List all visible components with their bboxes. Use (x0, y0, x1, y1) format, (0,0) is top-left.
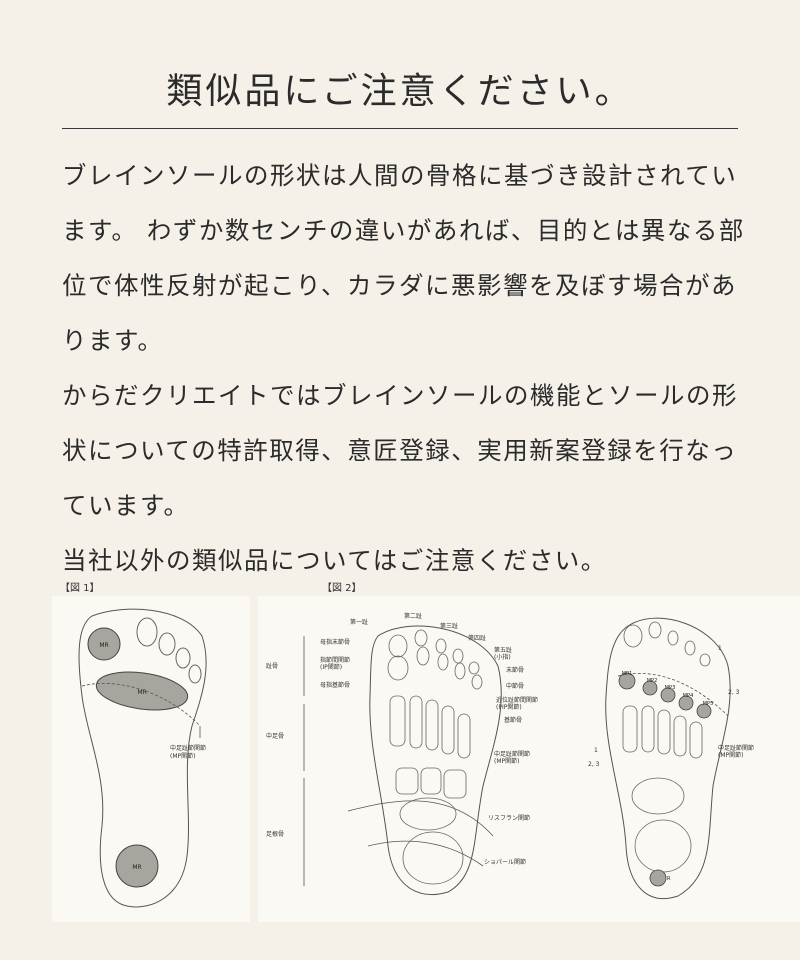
toe-2 (136, 617, 158, 647)
figure1-foot-diagram: MR MR MR 中足趾節関節 (MP関節) (78, 608, 207, 908)
ref-label-23-left: 2, 3 (588, 761, 600, 768)
bone-label-pip-sub: (PIP関節) (496, 703, 522, 711)
bone-label-mp-sub: (MP関節) (494, 757, 519, 765)
bone-label-ip-sub: (IP関節) (320, 663, 342, 671)
mp-joint-line (81, 683, 201, 727)
ref-label-23-right: 2, 3 (728, 689, 740, 696)
chopart-line (367, 840, 484, 867)
mp-point-5 (696, 703, 712, 719)
mp-foot-bones (622, 621, 711, 873)
toe-label-1: 第一趾 (350, 618, 368, 626)
paragraph-1: ブレインソールの形状は人間の骨格に基づき設計されています。 わずか数センチの違い… (62, 161, 745, 355)
figure1: MR MR MR 中足趾節関節 (MP関節) (52, 596, 250, 922)
r-point (649, 869, 667, 887)
toe-5 (188, 664, 202, 684)
mp-point-2 (642, 680, 658, 696)
mp-point-1 (618, 672, 636, 690)
mp-point-3 (660, 687, 676, 703)
paragraph-2: からだクリエイトではブレインソールの機能とソールの形状についての特許取得、意匠登… (62, 381, 738, 520)
bone-label-mp: 中足趾節関節 (494, 750, 530, 758)
bone-label-ip: 指節間関節 (320, 656, 350, 664)
toe-4 (175, 647, 191, 669)
bone-label-proximal-hallux: 母指基節骨 (320, 681, 350, 689)
toe-label-3: 第三趾 (440, 622, 458, 630)
fig1-joint-label-2: (MP関節) (170, 752, 195, 760)
bone-label-middle: 中節骨 (506, 682, 524, 690)
bone-label-distal: 末節骨 (506, 666, 524, 674)
foot-outline (78, 608, 207, 908)
group-label-toe-bones: 趾骨 (266, 662, 278, 670)
toe-label-2: 第二趾 (404, 612, 422, 620)
page-title: 類似品にご注意ください。 (166, 71, 634, 112)
mp-point-4 (678, 695, 694, 711)
mp-label-1: MP1 (622, 671, 633, 677)
toe-label-5: 第五趾 (494, 646, 512, 654)
skeleton-bones (387, 629, 483, 885)
body-text: ブレインソールの形状は人間の骨格に基づき設計されています。 わずか数センチの違い… (62, 148, 752, 588)
figure2-skeleton-diagrams: 趾骨 中足骨 足根骨 母指末節骨 指節間関節 (IP関節) 母指基節骨 第一趾 … (266, 612, 754, 899)
group-label-tarsals: 足根骨 (266, 830, 284, 838)
mp-label-5: MP5 (703, 701, 714, 707)
mp-label-2: MP2 (647, 678, 658, 684)
fig2-joint-label-2: (MP関節) (718, 751, 743, 759)
bone-label-chopart: ショパール関節 (484, 858, 526, 866)
paragraph-3: 当社以外の類似品についてはご注意ください。 (62, 546, 607, 575)
bone-label-pip: 近位趾節間関節 (496, 696, 538, 704)
bone-label-lisfranc: リスフラン関節 (488, 814, 530, 822)
r-label: R (667, 876, 671, 882)
mp-foot-outline (605, 617, 731, 899)
figure2-label: 【図 2】 (322, 583, 362, 594)
toe-label-5-sub: (小指) (494, 653, 511, 661)
mr-ellipse-ball (95, 671, 189, 711)
mp-label-3: MP3 (665, 685, 676, 691)
fig1-joint-label-1: 中足趾節関節 (170, 744, 206, 752)
fig2-joint-label-1: 中足趾節関節 (718, 744, 754, 752)
skeleton-foot-outline (369, 625, 502, 896)
ref-label-1-right: 1 (718, 645, 722, 652)
figure1-label: 【図 1】 (60, 583, 100, 594)
mp-label-4: MP4 (683, 693, 694, 699)
group-label-metatarsals: 中足骨 (266, 732, 284, 740)
mr-circle-heel (115, 844, 159, 888)
mr-circle-toe (87, 627, 121, 661)
title-divider (62, 128, 738, 129)
bone-label-proximal: 基節骨 (504, 716, 522, 724)
mr-label-ball: MR (137, 689, 146, 696)
lisfranc-line (347, 800, 494, 837)
toe-label-4: 第四趾 (468, 634, 486, 642)
figure2: 趾骨 中足骨 足根骨 母指末節骨 指節間関節 (IP関節) 母指基節骨 第一趾 … (258, 596, 800, 922)
ref-label-1-left: 1 (594, 747, 598, 754)
mr-label-heel: MR (132, 864, 141, 871)
bone-label-distal-hallux: 母指末節骨 (320, 638, 350, 646)
mr-label-toe: MR (99, 642, 108, 649)
toe-3 (158, 632, 176, 656)
